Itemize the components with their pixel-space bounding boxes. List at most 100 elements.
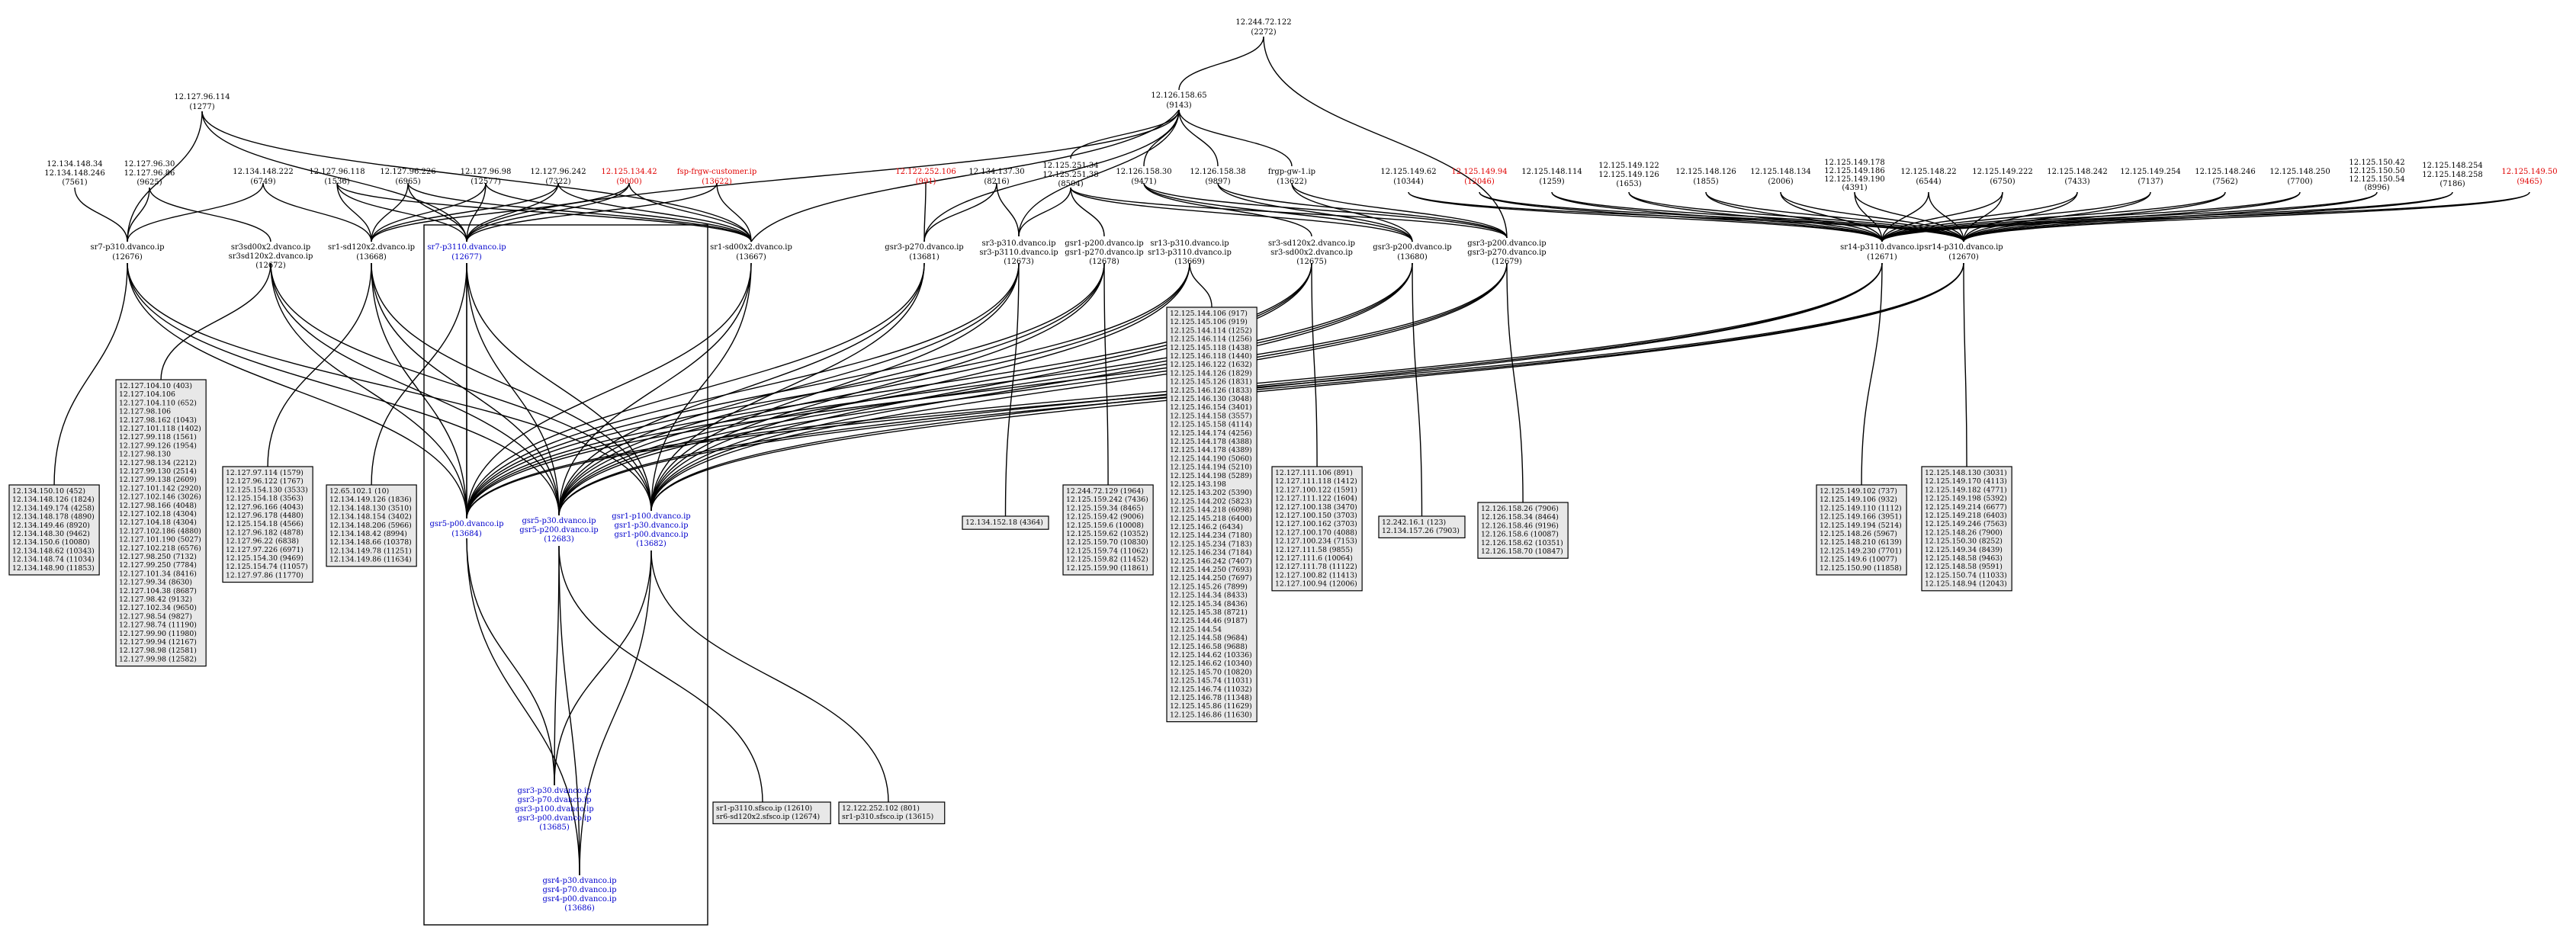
cluster-gsr5-p00[interactable]: gsr5-p00.dvanco.ip (13684) (429, 520, 503, 538)
cluster-gsr5-p30[interactable]: gsr5-p30.dvanco.ip gsr5-p200.dvanco.ip (… (519, 517, 598, 544)
node-12127-96-114[interactable]: 12.127.96.114 (1277) (174, 93, 230, 111)
node-label: gsr4-p00.dvanco.ip (542, 895, 616, 904)
node-12125-149-254[interactable]: 12.125.149.254 (7137) (2120, 168, 2181, 186)
node-12125-134-42[interactable]: 12.125.134.42 (9000) (601, 168, 657, 186)
router-sr3sd00x2[interactable]: sr3sd00x2.dvanco.ip sr3sd120x2.dvanco.ip… (229, 243, 313, 270)
link-edge (466, 262, 925, 519)
address-entry: 12.127.102.34 (9650) (119, 604, 197, 612)
node-label: sr7-p3110.dvanco.ip (427, 243, 506, 252)
node-12125-149-50[interactable]: 12.125.149.50 (9465) (2501, 168, 2557, 186)
address-entry: 12.125.146.154 (3401) (1170, 403, 1252, 412)
link-edge (1861, 262, 1883, 486)
link-edge (558, 262, 1020, 516)
link-edge (1881, 191, 2078, 242)
router-sr13-p310[interactable]: sr13-p310.dvanco.ip sr13-p3110.dvanco.ip… (1148, 239, 1232, 266)
node-label: (6749) (250, 178, 275, 186)
node-12127-96-118[interactable]: 12.127.96.118 (1536) (309, 168, 365, 186)
address-entry: 12.125.159.74 (11062) (1066, 547, 1148, 555)
node-12125-148-246[interactable]: 12.125.148.246 (7562) (2195, 168, 2256, 186)
address-entry: 12.127.96.178 (4480) (226, 512, 304, 520)
address-entry: 12.125.145.126 (1831) (1170, 378, 1252, 387)
node-12134-148-34[interactable]: 12.134.148.34 12.134.148.246 (7561) (44, 160, 105, 187)
node-12125-148-114[interactable]: 12.125.148.114 (1259) (1521, 168, 1582, 186)
node-12134-137-30[interactable]: 12.134.137.30 (8216) (968, 168, 1024, 186)
router-sr3-sd120x2[interactable]: sr3-sd120x2.dvanco.ip sr3-sd00x2.dvanco.… (1268, 239, 1355, 266)
node-12125-149-94[interactable]: 12.125.149.94 (12046) (1451, 168, 1507, 186)
router-sr3-p310[interactable]: sr3-p310.dvanco.ip sr3-p3110.dvanco.ip (… (979, 239, 1058, 266)
address-entry: 12.127.98.98 (12581) (119, 647, 197, 655)
address-entry: 12.125.145.158 (4114) (1170, 421, 1252, 429)
link-edge (127, 262, 467, 519)
node-12125-148-134[interactable]: 12.125.148.134 (2006) (1750, 168, 1811, 186)
node-12127-96-30[interactable]: 12.127.96.30 12.127.96.86 (9625) (124, 160, 175, 187)
node-12126-158-38[interactable]: 12.126.158.38 (9897) (1190, 168, 1245, 186)
link-edge (466, 182, 718, 242)
node-12127-96-242[interactable]: 12.127.96.242 (7322) (530, 168, 586, 186)
link-edge (923, 109, 1180, 242)
node-label: 12.134.148.246 (44, 169, 105, 178)
address-entry: 12.127.96.182 (4878) (226, 528, 304, 537)
node-frgp-gw-1[interactable]: frgp-gw-1.ip (13622) (1268, 168, 1315, 186)
router-sr1-sd120x2[interactable]: sr1-sd120x2.dvanco.ip (13668) (328, 243, 415, 262)
address-entry: 12.125.149.170 (4113) (1925, 477, 2007, 486)
node-12127-96-226[interactable]: 12.127.96.226 (6965) (380, 168, 435, 186)
node-label: (991) (916, 178, 936, 186)
address-entry: 12.127.99.138 (2609) (119, 476, 197, 484)
node-12125-148-126[interactable]: 12.125.148.126 (1855) (1675, 168, 1736, 186)
router-sr1-sd00x2[interactable]: sr1-sd00x2.dvanco.ip (13667) (710, 243, 792, 262)
node-12125-149-122[interactable]: 12.125.149.122 12.125.149.126 (1653) (1598, 162, 1659, 188)
node-label: 12.125.148.114 (1521, 168, 1582, 176)
address-entry: 12.125.144.106 (917) (1170, 310, 1248, 318)
address-entry: 12.125.146.58 (9688) (1170, 643, 1248, 651)
node-12125-251-34[interactable]: 12.125.251.34 12.125.251.38 (8504) (1042, 162, 1098, 188)
node-12127-96-98[interactable]: 12.127.96.98 (12577) (461, 168, 512, 186)
router-gsr3-p270[interactable]: gsr3-p270.dvanco.ip (13681) (885, 243, 963, 262)
address-list-box: 12.127.104.10 (403)12.127.104.10612.127.… (115, 379, 207, 667)
router-sr14-p310[interactable]: sr14-p310.dvanco.ip (12670) (1924, 243, 2003, 262)
address-entry: 12.127.111.58 (9855) (1275, 546, 1353, 554)
router-sr7-p310[interactable]: sr7-p310.dvanco.ip (12676) (91, 243, 165, 262)
node-12125-149-178[interactable]: 12.125.149.178 12.125.149.186 12.125.149… (1824, 159, 1885, 192)
node-12125-150-42[interactable]: 12.125.150.42 12.125.150.50 12.125.150.5… (2349, 159, 2404, 192)
node-12134-148-222[interactable]: 12.134.148.222 (6749) (233, 168, 294, 186)
node-12125-148-22[interactable]: 12.125.148.22 (6544) (1900, 168, 1956, 186)
address-entry: 12.125.146.114 (1256) (1170, 335, 1252, 344)
address-list-box: 12.125.148.130 (3031)12.125.149.170 (411… (1921, 466, 2012, 592)
address-entry: 12.127.98.106 (119, 408, 171, 416)
address-entry: 12.125.159.6 (10008) (1066, 522, 1144, 530)
link-edge (716, 182, 752, 242)
node-12125-148-254[interactable]: 12.125.148.254 12.125.148.258 (7186) (2422, 162, 2483, 188)
router-gsr1-p200[interactable]: gsr1-p200.dvanco.ip gsr1-p270.dvanco.ip … (1065, 239, 1143, 266)
node-label: (1536) (324, 178, 349, 186)
cluster-gsr3-p30[interactable]: gsr3-p30.dvanco.ip gsr3-p70.dvanco.ip gs… (515, 787, 593, 832)
node-12122-252-106[interactable]: 12.122.252.106 (991) (895, 168, 956, 186)
router-gsr3-p200-p270[interactable]: gsr3-p200.dvanco.ip gsr3-p270.dvanco.ip … (1467, 239, 1546, 266)
node-12126-158-30[interactable]: 12.126.158.30 (9471) (1116, 168, 1171, 186)
router-sr7-p3110[interactable]: sr7-p3110.dvanco.ip (12677) (427, 243, 506, 262)
address-entry: 12.125.150.90 (11858) (1820, 564, 1902, 573)
node-12126-158-65[interactable]: 12.126.158.65 (9143) (1151, 91, 1206, 110)
node-label: sr3-p310.dvanco.ip (982, 239, 1056, 248)
link-edge (466, 262, 560, 516)
link-edge (558, 262, 1190, 516)
address-entry: 12.125.149.230 (7701) (1820, 547, 1902, 555)
router-gsr3-p200[interactable]: gsr3-p200.dvanco.ip (13680) (1373, 243, 1451, 262)
link-edge (466, 262, 1105, 519)
node-12125-148-242[interactable]: 12.125.148.242 (7433) (2047, 168, 2108, 186)
router-sr14-p3110[interactable]: sr14-p3110.dvanco.ip (12671) (1840, 243, 1924, 262)
link-edge (485, 182, 752, 242)
address-entry: 12.125.149.110 (1112) (1820, 504, 1902, 512)
node-label: (9471) (1131, 178, 1156, 186)
address-entry: 12.125.144.250 (7693) (1170, 566, 1252, 574)
node-fsp-frgw-customer[interactable]: fsp-frgw-customer.ip (13622) (677, 168, 757, 186)
node-12125-149-222[interactable]: 12.125.149.222 (6750) (1972, 168, 2033, 186)
node-12244-72-122[interactable]: 12.244.72.122 (2272) (1235, 18, 1291, 37)
node-12125-148-250[interactable]: 12.125.148.250 (7700) (2269, 168, 2330, 186)
node-12125-149-62[interactable]: 12.125.149.62 (10344) (1380, 168, 1436, 186)
node-label: (6750) (1990, 178, 2015, 186)
cluster-gsr4-p30[interactable]: gsr4-p30.dvanco.ip gsr4-p70.dvanco.ip gs… (542, 877, 616, 913)
link-edge (554, 550, 652, 786)
address-entry: 12.134.150.10 (452) (12, 487, 85, 496)
cluster-gsr1-p100[interactable]: gsr1-p100.dvanco.ip gsr1-p30.dvanco.ip g… (612, 512, 690, 548)
